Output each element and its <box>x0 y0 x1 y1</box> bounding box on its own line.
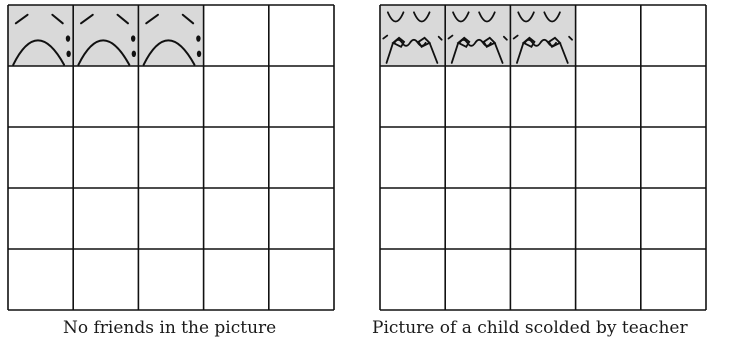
caption-no-friends: No friends in the picture <box>63 318 276 338</box>
caption-scolded-child: Picture of a child scolded by teacher <box>372 318 688 338</box>
filled-cell-1 <box>445 5 510 66</box>
grid-panel-scolded-child <box>380 5 706 310</box>
filled-cell-2 <box>138 5 203 66</box>
grid-panel-no-friends <box>8 5 334 310</box>
filled-cell-1 <box>73 5 138 66</box>
filled-cell-0 <box>380 5 445 66</box>
filled-cell-0 <box>8 5 73 66</box>
filled-cell-2 <box>510 5 575 66</box>
grid-no-friends <box>8 5 334 310</box>
grid-scolded-child <box>380 5 706 310</box>
